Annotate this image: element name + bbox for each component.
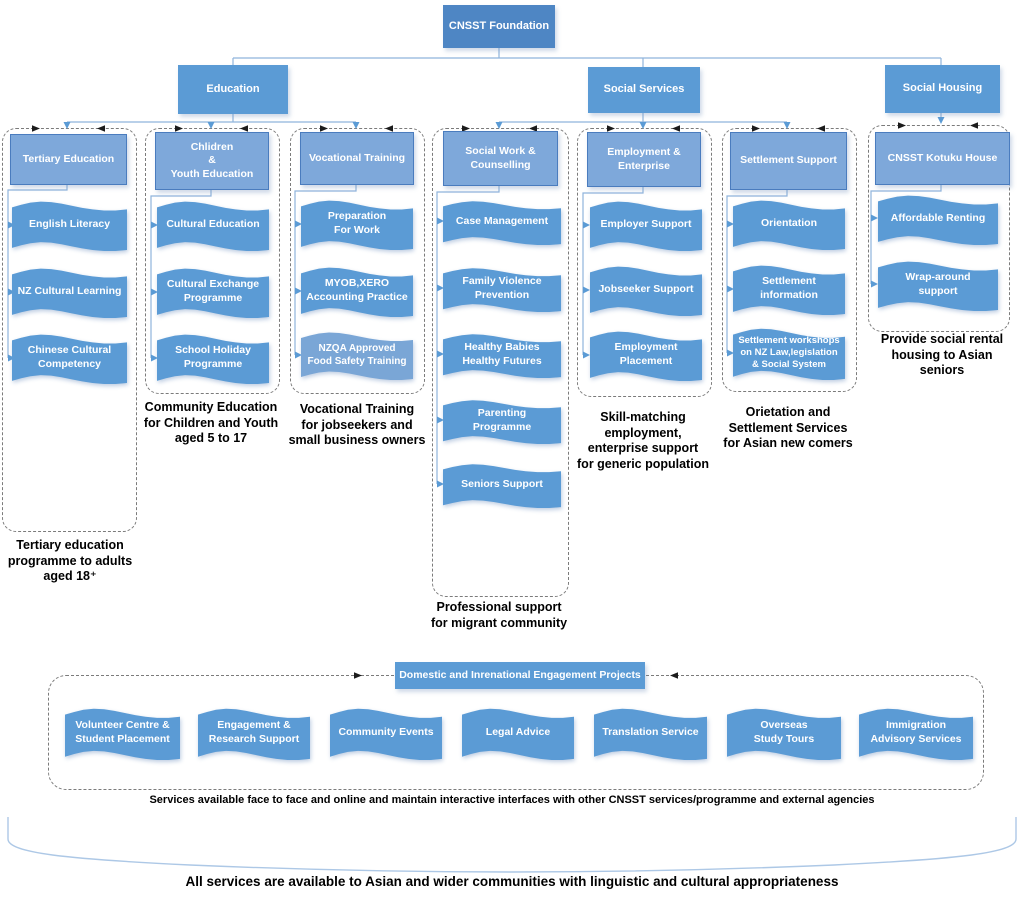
flag-label: Family Violence Prevention (462, 275, 542, 301)
flag-label: Translation Service (602, 726, 699, 739)
column-header-tertiary-education: Tertiary Education (10, 134, 127, 185)
group-tertiary-education (2, 128, 137, 532)
flag-label: Engagement & Research Support (208, 719, 300, 745)
flag-label: NZ Cultural Learning (17, 285, 122, 298)
flag-label: School Holiday Programme (175, 344, 251, 370)
programme-flag-parenting-programme: Parenting Programme (443, 398, 561, 444)
branch-box-social-housing: Social Housing (885, 65, 1000, 113)
flag-label: Settlement information (760, 275, 818, 301)
flag-label: MYOB,XERO Accounting Practice (306, 277, 408, 303)
root-box-cnsst-foundation: CNSST Foundation (443, 5, 555, 48)
caption-social-work: Professional support for migrant communi… (430, 600, 568, 630)
programme-flag-employer-support: Employer Support (590, 199, 702, 251)
group-kotuku-house (868, 125, 1010, 332)
flag-label: Cultural Exchange Programme (166, 278, 260, 304)
flag-label: Affordable Renting (890, 212, 986, 225)
branch-box-social-services: Social Services (588, 67, 700, 113)
column-header-children-youth-education: Chlidren & Youth Education (155, 132, 269, 190)
programme-flag-affordable-renting: Affordable Renting (878, 193, 998, 245)
programme-flag-english-literacy: English Literacy (12, 199, 127, 251)
engagement-flag-translation-service: Translation Service (594, 706, 707, 760)
programme-flag-nz-cultural-learning: NZ Cultural Learning (12, 266, 127, 318)
engagement-flag-community-events: Community Events (330, 706, 442, 760)
branch-box-education: Education (178, 65, 288, 114)
column-header-employment-enterprise: Employment & Enterprise (587, 132, 701, 187)
programme-flag-employment-placement: Employment Placement (590, 329, 702, 381)
programme-flag-settlement-information: Settlement information (733, 263, 845, 315)
flag-label: Chinese Cultural Competency (27, 344, 112, 370)
flag-label: Legal Advice (485, 726, 551, 739)
column-header-kotuku-house: CNSST Kotuku House (875, 132, 1010, 185)
caption-kotuku-house: Provide social rental housing to Asian s… (880, 332, 1004, 378)
programme-flag-cultural-exchange: Cultural Exchange Programme (157, 266, 269, 318)
column-header-settlement-support: Settlement Support (730, 132, 847, 190)
engagement-flag-immigration-advisory: Immigration Advisory Services (859, 706, 973, 760)
flag-label: Jobseeker Support (598, 283, 694, 296)
engagement-flag-volunteer-centre: Volunteer Centre & Student Placement (65, 706, 180, 760)
caption-settlement-support: Orietation and Settlement Services for A… (723, 405, 853, 451)
caption-tertiary-education: Tertiary education programme to adults a… (7, 538, 133, 584)
flag-label: Wrap-around support (905, 271, 971, 297)
bottom-brace-curve (7, 817, 1017, 873)
programme-flag-cultural-education: Cultural Education (157, 199, 269, 251)
flag-label: Cultural Education (166, 218, 260, 231)
footer-note: All services are available to Asian and … (185, 874, 839, 889)
flag-label: Settlement workshops on NZ Law,legislati… (738, 335, 840, 370)
programme-flag-seniors-support: Seniors Support (443, 462, 561, 508)
programme-flag-nzqa-food-safety: NZQA Approved Food Safety Training (301, 330, 413, 380)
engagement-flag-overseas-study-tours: Overseas Study Tours (727, 706, 841, 760)
flag-label: Seniors Support (461, 478, 543, 491)
flag-label: English Literacy (28, 218, 111, 231)
flag-label: Overseas Study Tours (753, 719, 815, 745)
flag-label: NZQA Approved Food Safety Training (307, 343, 407, 367)
engagement-flag-legal-advice: Legal Advice (462, 706, 574, 760)
flag-label: Healthy Babies Healthy Futures (462, 341, 542, 367)
caption-vocational-training: Vocational Training for jobseekers and s… (288, 402, 426, 448)
flag-label: Preparation For Work (327, 210, 387, 236)
programme-flag-wrap-around-support: Wrap-around support (878, 259, 998, 311)
programme-flag-school-holiday: School Holiday Programme (157, 332, 269, 384)
column-header-vocational-training: Vocational Training (300, 132, 414, 185)
flag-label: Immigration Advisory Services (870, 719, 962, 745)
caption-children-youth: Community Education for Children and You… (143, 400, 279, 446)
caption-employment-enterprise: Skill-matching employment, enterprise su… (577, 410, 709, 471)
programme-flag-case-management: Case Management (443, 199, 561, 245)
programme-flag-orientation: Orientation (733, 198, 845, 250)
flag-label: Volunteer Centre & Student Placement (75, 719, 170, 745)
column-header-social-work-counselling: Social Work & Counselling (443, 131, 558, 186)
flag-label: Case Management (455, 215, 549, 228)
programme-flag-healthy-babies: Healthy Babies Healthy Futures (443, 332, 561, 378)
flag-label: Parenting Programme (472, 407, 532, 433)
programme-flag-chinese-cultural-competency: Chinese Cultural Competency (12, 332, 127, 384)
programme-flag-family-violence-prevention: Family Violence Prevention (443, 266, 561, 312)
programme-flag-myob-xero: MYOB,XERO Accounting Practice (301, 265, 413, 317)
flag-label: Orientation (760, 217, 817, 230)
flag-label: Employer Support (600, 218, 692, 231)
programme-flag-jobseeker-support: Jobseeker Support (590, 264, 702, 316)
programme-flag-preparation-for-work: Preparation For Work (301, 198, 413, 250)
engagement-flag-engagement-research: Engagement & Research Support (198, 706, 310, 760)
flag-label: Community Events (338, 726, 434, 739)
engagement-title-box: Domestic and Inrenational Engagement Pro… (395, 662, 645, 689)
flag-label: Employment Placement (614, 341, 678, 367)
caption-engagement-services: Services available face to face and onli… (149, 794, 875, 806)
programme-flag-settlement-workshops: Settlement workshops on NZ Law,legislati… (733, 326, 845, 380)
